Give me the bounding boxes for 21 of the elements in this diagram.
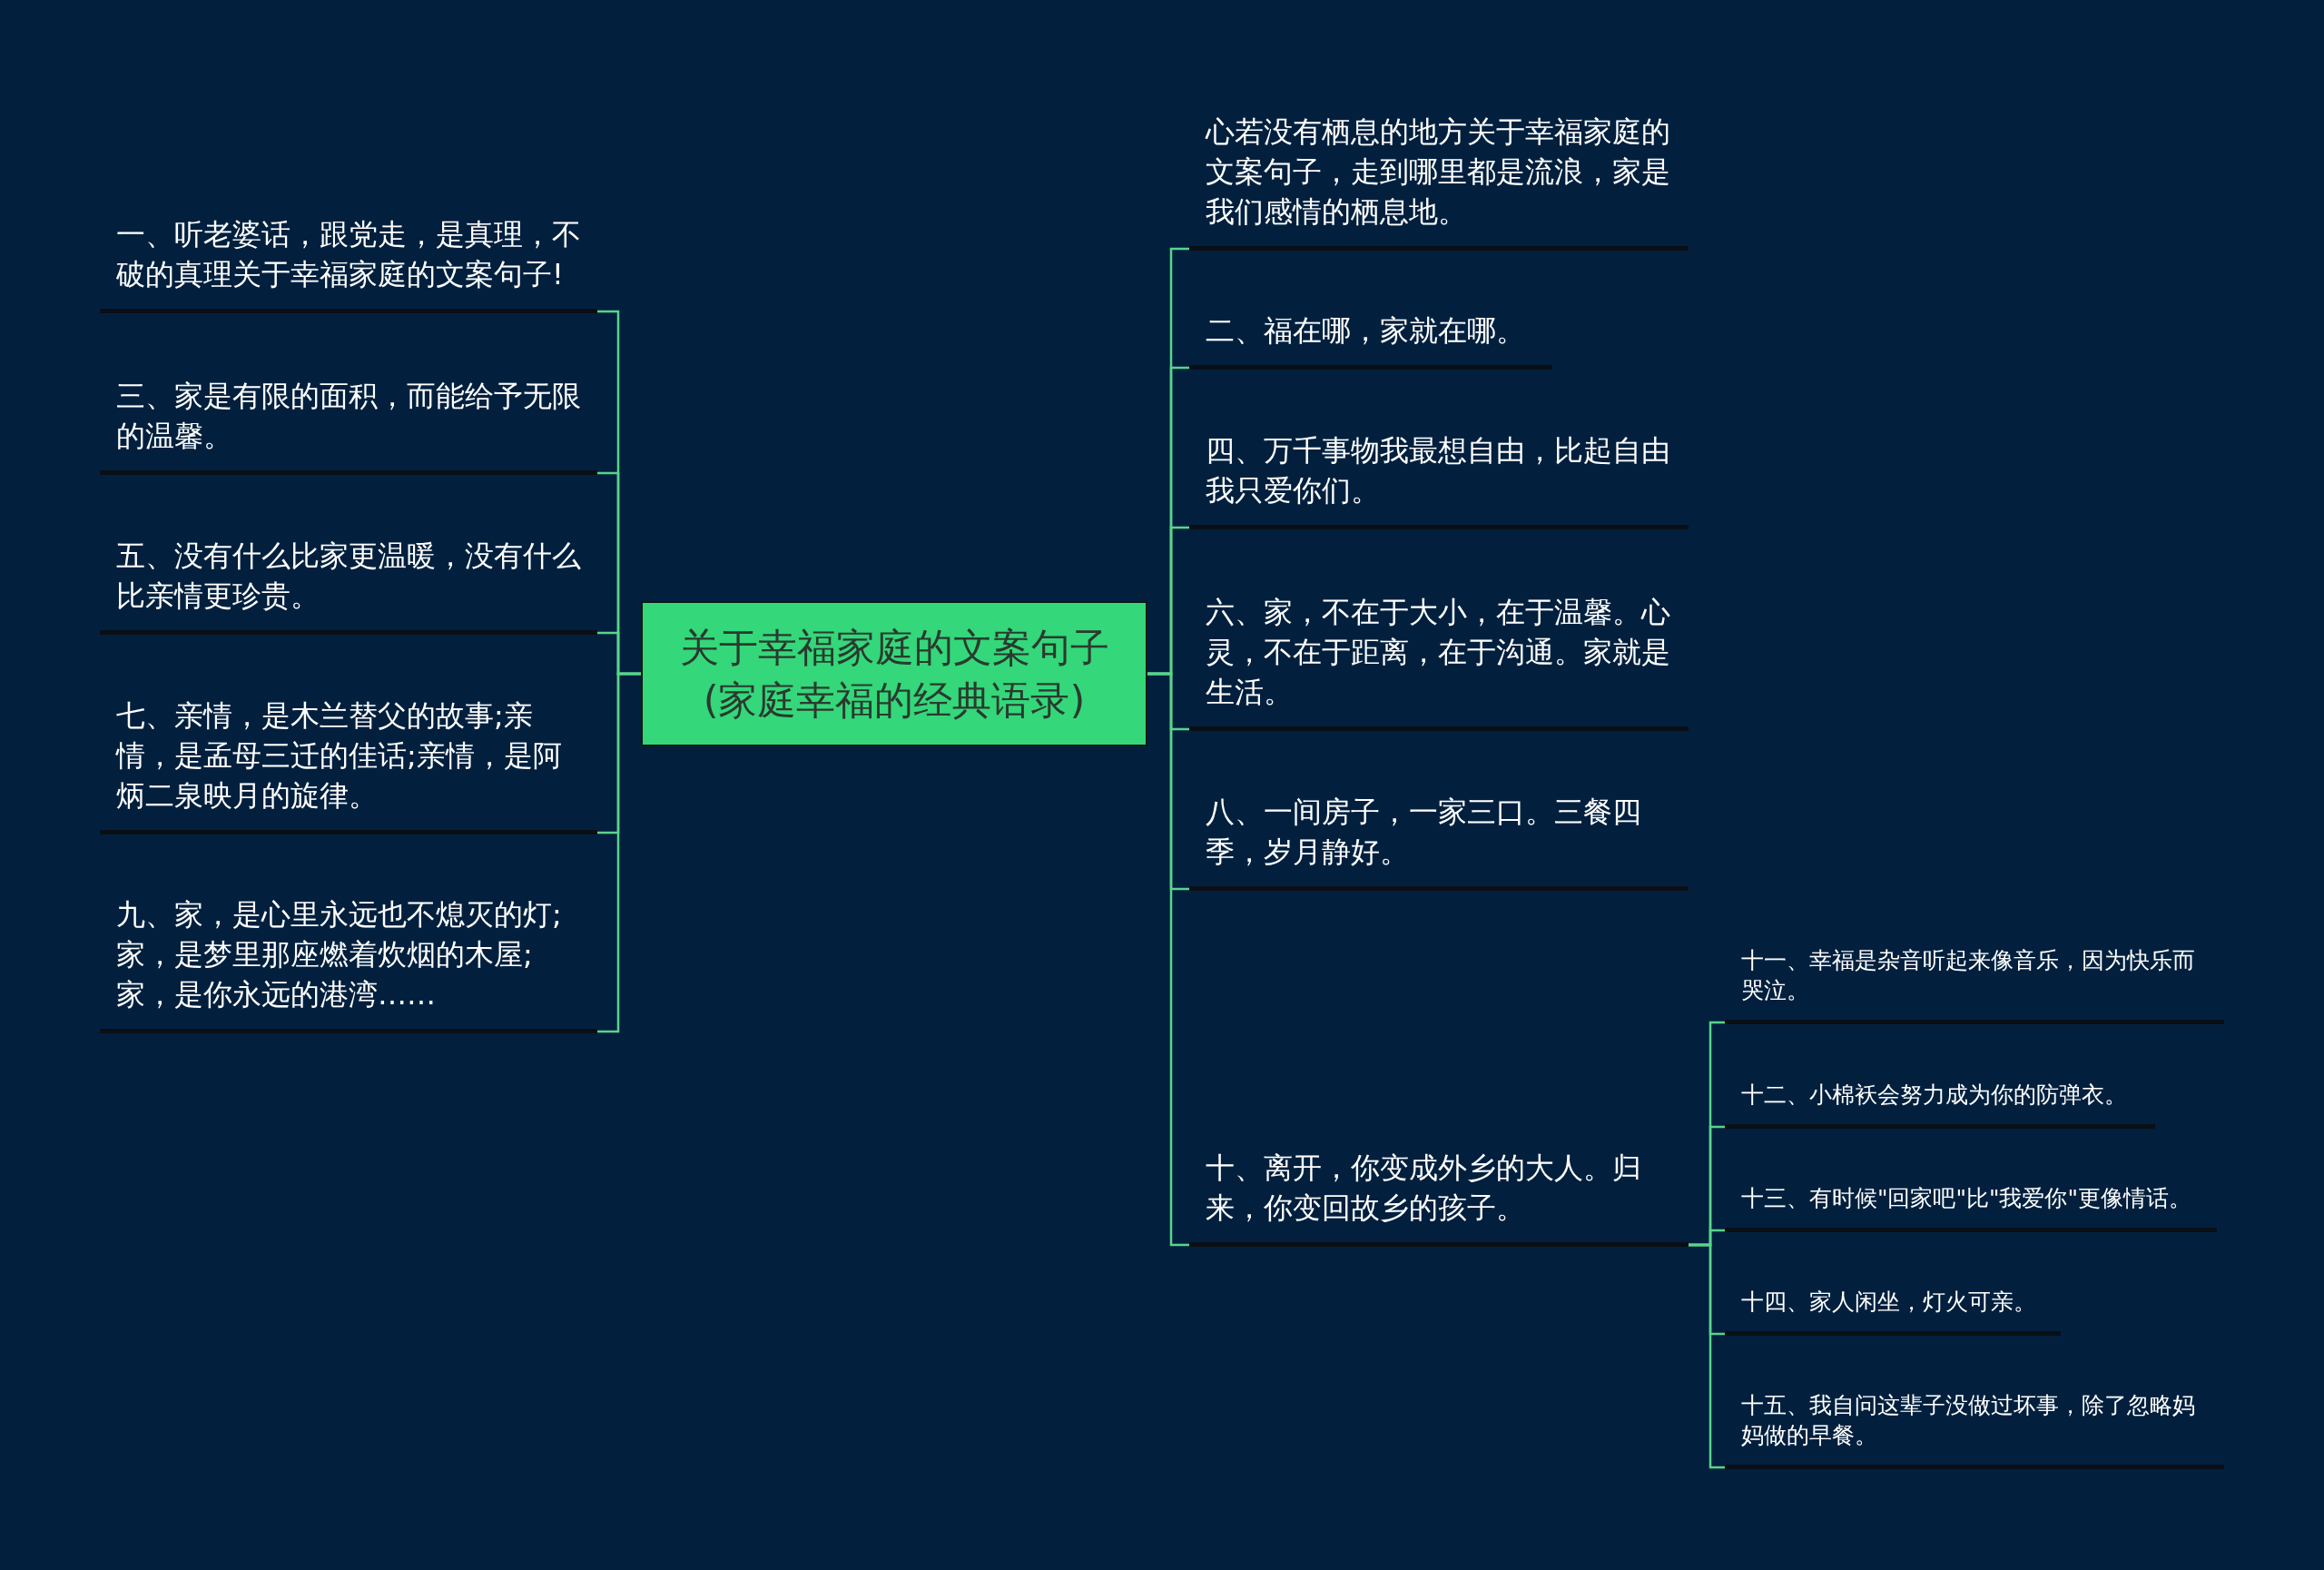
connector-line	[597, 672, 641, 1033]
topic-text: 五、没有什么比家更温暖，没有什么比亲情更珍贵。	[116, 538, 582, 615]
topic-text: 心若没有栖息的地方关于幸福家庭的文案句子，走到哪里都是流浪，家是我们感情的栖息地。	[1206, 114, 1671, 231]
topic-text: 二、福在哪，家就在哪。	[1206, 312, 1526, 350]
topic-text: 十三、有时候"回家吧"比"我爱你"更像情话。	[1741, 1184, 2192, 1213]
topic-text: 十二、小棉袄会努力成为你的防弹衣。	[1741, 1081, 2128, 1110]
topic-text: 一、听老婆话，跟党走，是真理，不破的真理关于幸福家庭的文案句子!	[116, 216, 582, 293]
central-topic-box	[641, 601, 1147, 746]
connector-line	[1147, 672, 1189, 1247]
topic-text: 三、家是有限的面积，而能给予无限的温馨。	[116, 378, 582, 455]
topic-text: 八、一间房子，一家三口。三餐四季，岁月静好。	[1206, 794, 1642, 871]
connector-line	[1689, 1243, 1725, 1469]
topic-text: 十四、家人闲坐，灯火可亲。	[1741, 1288, 2037, 1317]
topic-text: 九、家，是心里永远也不熄灭的灯;家，是梦里那座燃着炊烟的木屋;家，是你永远的港湾……	[116, 896, 563, 1013]
topic-text: 十五、我自问这辈子没做过坏事，除了忽略妈妈做的早餐。	[1741, 1391, 2196, 1450]
topic-text: 十一、幸福是杂音听起来像音乐，因为快乐而哭泣。	[1741, 946, 2196, 1005]
topic-text: 六、家，不在于大小，在于温馨。心灵，不在于距离，在于沟通。家就是生活。	[1206, 594, 1671, 711]
topic-text: 十、离开，你变成外乡的大人。归来，你变回故乡的孩子。	[1206, 1150, 1642, 1227]
central-topic-text: 关于幸福家庭的文案句子(家庭幸福的经典语录)	[678, 624, 1110, 725]
topic-text: 四、万千事物我最想自由，比起自由我只爱你们。	[1206, 432, 1671, 509]
topic-text: 七、亲情，是木兰替父的故事;亲情，是孟母三迁的佳话;亲情，是阿炳二泉映月的旋律。	[116, 697, 563, 815]
